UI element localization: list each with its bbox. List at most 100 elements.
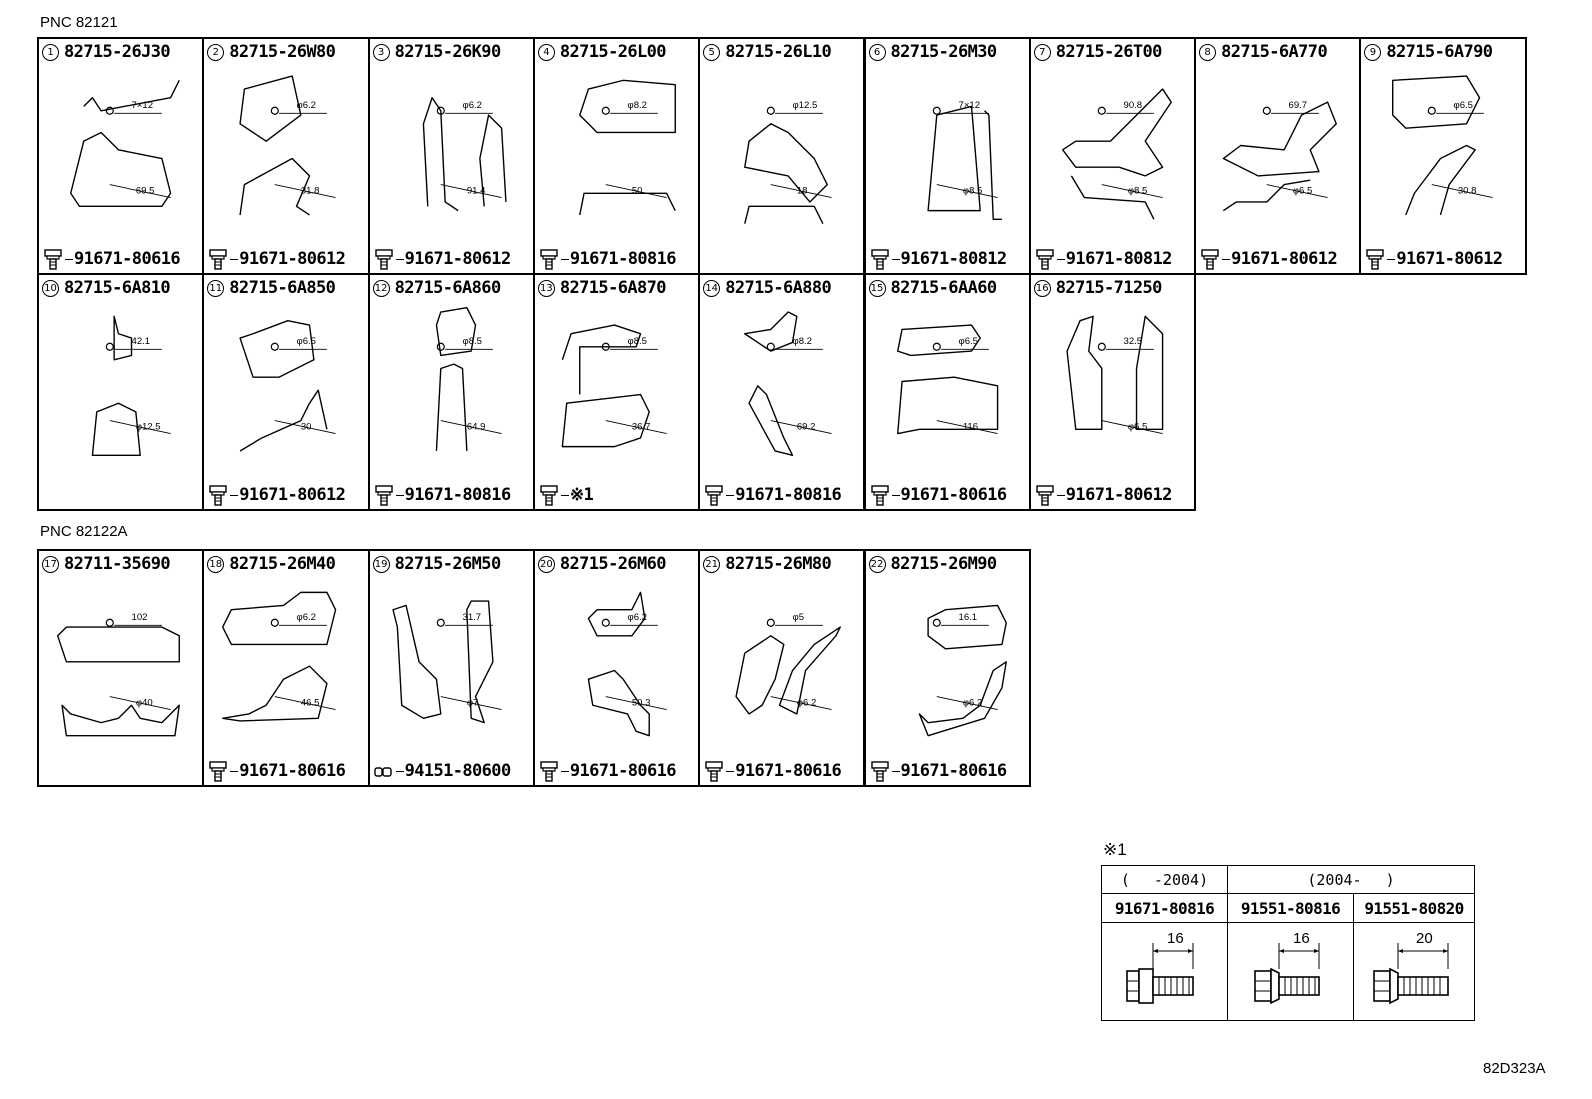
part-number: 82715-26M40: [229, 554, 336, 574]
note-header-after-2004: (2004- ): [1227, 865, 1475, 894]
bracket-drawing: φ8.250: [578, 79, 676, 216]
part-number: 82715-26J30: [64, 42, 171, 62]
bolt-part-number: 91671-80612: [1396, 249, 1503, 269]
bolt-icon: [1036, 485, 1054, 506]
bolt-callout: 94151-80600: [373, 760, 511, 782]
ref-number-badge: 19: [372, 555, 390, 573]
dimension-label: 69.7: [1289, 100, 1308, 111]
part-number: 82715-6A790: [1386, 42, 1493, 62]
bolt-icon: [540, 249, 558, 270]
bolt-callout: 91671-80812: [870, 248, 1007, 270]
ref-number-badge: 2: [207, 43, 225, 61]
bolt-callout: 91671-80616: [870, 760, 1007, 782]
leader-line: [395, 770, 404, 772]
bracket-drawing: φ8.2 69.2: [744, 311, 832, 457]
bolt-part-number: 91671-80616: [735, 761, 842, 781]
ref-number-badge: 14: [703, 279, 721, 297]
ref-number-badge: 9: [1364, 43, 1382, 61]
bolt-callout: 91671-80612: [208, 484, 346, 506]
ref-number-badge: 10: [42, 279, 59, 297]
dimension-label: φ6.5: [958, 336, 977, 347]
bolt-callout: 91671-80612: [1035, 484, 1172, 506]
flange-bolt-icon: 16: [1253, 930, 1320, 1005]
bracket-drawing: φ12.518: [744, 100, 832, 224]
bolt-icon: [1366, 249, 1385, 270]
bolt-callout: 91671-80812: [1035, 248, 1172, 270]
bracket-drawing: φ8.564.9: [435, 306, 502, 452]
dimension-label: 69.2: [797, 421, 816, 432]
leader-line: [560, 258, 569, 260]
part-number: 82715-6A850: [229, 278, 336, 298]
bolt-callout: 91671-80616: [208, 760, 346, 782]
bolt-icon: [870, 249, 889, 270]
leader-line: [1387, 258, 1396, 260]
part-number: 82715-26M80: [725, 554, 832, 574]
bolt-icon: [870, 761, 889, 782]
bolt-part-number: 91671-80812: [900, 249, 1008, 269]
bolt-icon: [705, 485, 723, 506]
dimension-label: 90.8: [1123, 100, 1142, 111]
dimension-label: 30: [301, 421, 312, 432]
ref-number-badge: 18: [207, 555, 225, 573]
bolt-callout: 91671-80816: [374, 484, 511, 506]
bolt-icon: [540, 761, 558, 782]
leader-line: [395, 258, 404, 260]
note-bolt-drawing-1: 16: [1101, 922, 1228, 1021]
dimension-label: φ8.5: [627, 336, 646, 347]
leader-line: [395, 494, 404, 496]
dimension-label: φ7: [466, 697, 478, 708]
part-number: 82715-26M30: [890, 42, 998, 62]
ref-number-badge: 3: [372, 43, 390, 61]
dimension-label: 30.8: [1458, 185, 1477, 196]
leader-line: [891, 770, 900, 772]
bolt-part-number: 91671-80816: [404, 485, 512, 505]
dimension-label: 32.5: [1123, 336, 1142, 347]
bolt-icon: [374, 485, 393, 506]
ref-number-badge: 16: [1033, 279, 1051, 297]
ref-number-badge: 22: [868, 555, 886, 573]
bolt-icon: [540, 485, 558, 506]
part-number: 82715-26W80: [229, 42, 336, 62]
note-bolt-drawing-3: 20: [1353, 922, 1475, 1021]
bracket-drawing: φ6.250.3: [587, 591, 667, 737]
dimension-label: 46.5: [301, 697, 320, 708]
bolt-part-number: 91671-80616: [569, 761, 677, 781]
part-number: 82715-26T00: [1055, 42, 1163, 62]
bolt-callout: 91671-80612: [1365, 248, 1503, 270]
dimension-label: φ8.2: [793, 336, 812, 347]
bolt-icon: [870, 485, 889, 506]
leader-line: [726, 494, 735, 496]
bolt-part-number: 91671-80612: [404, 249, 512, 269]
bracket-drawing: φ6.530: [239, 320, 336, 452]
bracket-drawing: 90.8φ8.5: [1061, 88, 1172, 220]
dimension-label: 69.5: [136, 185, 155, 196]
note-mark: ※1: [1103, 840, 1127, 859]
pnc-title-82121: PNC 82121: [40, 14, 118, 31]
note-length-3: 20: [1416, 930, 1433, 947]
